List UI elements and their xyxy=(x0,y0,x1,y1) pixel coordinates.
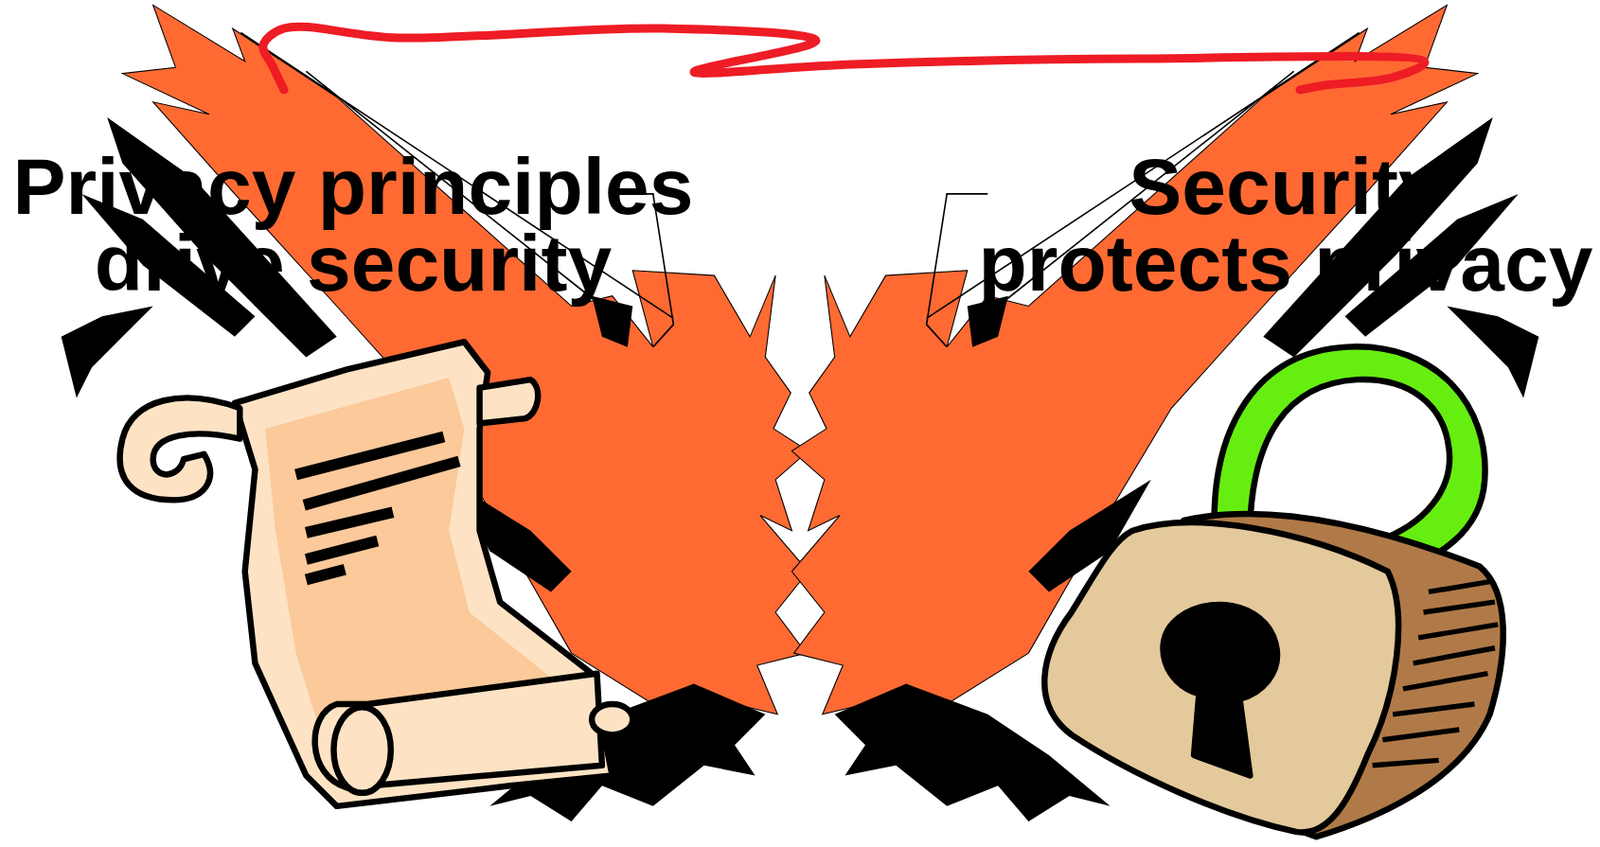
scroll-roll xyxy=(120,398,241,501)
scroll-roll-end xyxy=(591,704,633,735)
black-streak xyxy=(61,305,154,398)
scroll-roll xyxy=(480,379,539,424)
padlock-keyhole xyxy=(1162,604,1278,777)
black-streak xyxy=(591,296,633,348)
scroll-illustration xyxy=(120,341,634,807)
text-node: Security protects privacy xyxy=(968,89,1600,303)
node-label: Privacy principles drive security xyxy=(0,148,707,303)
padlock-body xyxy=(1044,522,1399,833)
red-connector xyxy=(263,26,1425,90)
scroll-sheet xyxy=(234,341,613,807)
node-label: Security protects privacy xyxy=(968,148,1600,303)
clip-art-half xyxy=(61,4,809,822)
text-node: Privacy principles drive security xyxy=(0,89,707,303)
padlock-illustration xyxy=(1044,346,1503,837)
padlock-ridges xyxy=(1372,582,1499,766)
scroll-roll-end xyxy=(333,707,391,794)
scroll-writing xyxy=(296,437,460,581)
